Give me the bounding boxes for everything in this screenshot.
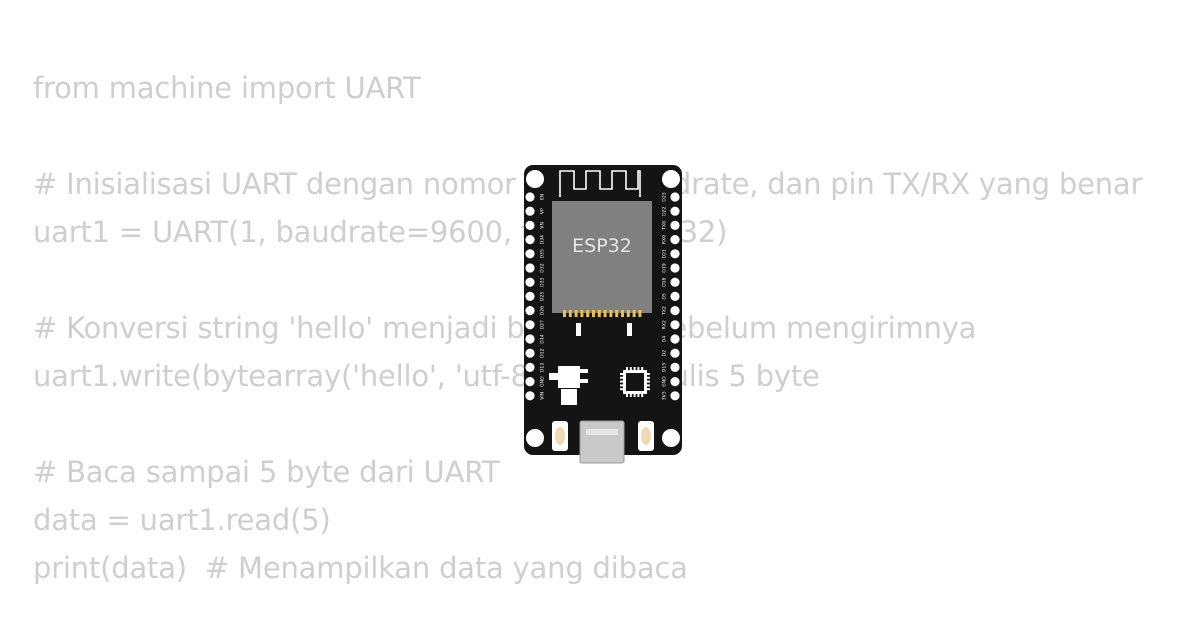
- boot-button[interactable]: [638, 421, 654, 451]
- right-pin-label: D23: [662, 192, 668, 201]
- right-pin[interactable]: [670, 291, 680, 301]
- left-pin[interactable]: [525, 348, 535, 358]
- left-pin-label: GND: [540, 376, 546, 387]
- left-pin[interactable]: [525, 249, 535, 259]
- code-line: # Baca sampai 5 byte dari UART: [33, 455, 500, 489]
- code-line: uart1.write(bytearray('hello', 'utf-8'))…: [33, 359, 820, 393]
- right-pin-label: TX2: [662, 306, 668, 316]
- right-pin[interactable]: [670, 206, 680, 216]
- left-pin[interactable]: [525, 277, 535, 287]
- left-pin-label: VN: [540, 222, 546, 229]
- module-pads: [563, 310, 642, 317]
- right-pin-label: D19: [662, 263, 668, 272]
- right-pin-label: D5: [662, 293, 668, 300]
- module-pad: [580, 310, 584, 317]
- right-pin[interactable]: [670, 220, 680, 230]
- right-pin[interactable]: [670, 320, 680, 330]
- module-pad: [597, 310, 601, 317]
- module-pad: [592, 310, 595, 317]
- left-pin-label: VP: [540, 208, 546, 214]
- code-line: # Konversi string 'hello' menjadi bytear…: [33, 311, 977, 345]
- left-pin-label: D35: [540, 249, 546, 258]
- right-pin-label: D15: [662, 363, 668, 372]
- left-pin-label: D13: [540, 363, 546, 372]
- left-pin[interactable]: [525, 362, 535, 372]
- right-pin-label: D4: [662, 336, 668, 343]
- right-pin-label: D18: [662, 277, 668, 286]
- micro-usb-port[interactable]: [579, 420, 625, 464]
- left-pin[interactable]: [525, 220, 535, 230]
- left-pin-label: VIN: [540, 392, 546, 400]
- right-pin[interactable]: [670, 348, 680, 358]
- chip-label: ESP32: [572, 235, 632, 257]
- right-pin[interactable]: [670, 377, 680, 387]
- resistor-left: [576, 323, 581, 336]
- left-pin[interactable]: [525, 377, 535, 387]
- module-pad: [586, 310, 590, 317]
- module-pad: [603, 310, 607, 317]
- right-pin[interactable]: [670, 391, 680, 401]
- module-pad: [638, 310, 642, 317]
- left-pin[interactable]: [525, 206, 535, 216]
- left-pin[interactable]: [525, 306, 535, 316]
- left-pin-label: D33: [540, 277, 546, 286]
- resistor-right: [627, 323, 632, 336]
- wifi-module-shield: [552, 201, 652, 313]
- module-pad: [568, 310, 572, 317]
- module-pad: [626, 310, 630, 317]
- right-pin-label: D21: [662, 249, 668, 258]
- module-pad: [615, 310, 619, 317]
- right-pin[interactable]: [670, 249, 680, 259]
- left-pin-label: D12: [540, 348, 546, 357]
- left-pin-label: D27: [540, 320, 546, 329]
- esp32-board-graphic: ESP32: [524, 165, 682, 464]
- left-pin-label: D14: [540, 334, 546, 343]
- usb-uart-chip: [620, 367, 650, 397]
- right-pin[interactable]: [670, 334, 680, 344]
- left-pin[interactable]: [525, 291, 535, 301]
- code-line: print(data) # Menampilkan data yang diba…: [33, 551, 688, 585]
- right-pin-label: TX0: [662, 221, 668, 231]
- mount-hole-bottom-right: [662, 429, 680, 447]
- voltage-regulator: [549, 366, 588, 405]
- right-pin[interactable]: [670, 192, 680, 202]
- left-pin-label: D26: [540, 306, 546, 315]
- left-pin[interactable]: [525, 391, 535, 401]
- left-pin-label: D32: [540, 263, 546, 272]
- right-pin-label: D22: [662, 206, 668, 215]
- mount-hole-top-left: [526, 170, 544, 188]
- module-pad: [621, 310, 624, 317]
- right-pin[interactable]: [670, 235, 680, 245]
- right-pin[interactable]: [670, 263, 680, 273]
- right-pin-label: RX0: [662, 235, 668, 244]
- left-pin[interactable]: [525, 235, 535, 245]
- left-pin[interactable]: [525, 192, 535, 202]
- left-pin[interactable]: [525, 263, 535, 273]
- mount-hole-top-right: [662, 170, 680, 188]
- esp32-board[interactable]: ESP32: [522, 163, 684, 465]
- code-line: data = uart1.read(5): [33, 503, 331, 537]
- right-pin[interactable]: [670, 306, 680, 316]
- left-pin[interactable]: [525, 320, 535, 330]
- right-pin-label: 3V3: [662, 391, 668, 400]
- mount-hole-bottom-left: [526, 429, 544, 447]
- module-pad: [632, 310, 636, 317]
- left-pin-label: D34: [540, 235, 546, 244]
- right-pin[interactable]: [670, 362, 680, 372]
- code-line: from machine import UART: [33, 71, 421, 105]
- right-pin-label: D2: [662, 350, 668, 357]
- module-pad: [563, 310, 566, 317]
- right-pin[interactable]: [670, 277, 680, 287]
- left-pin-label: D25: [540, 292, 546, 301]
- module-pad: [609, 310, 613, 317]
- left-pin-label: EN: [540, 194, 546, 200]
- right-pin-label: RX2: [662, 320, 668, 329]
- right-pin-label: GND: [662, 376, 668, 387]
- left-pin[interactable]: [525, 334, 535, 344]
- module-pad: [574, 310, 578, 317]
- antenna-trace: [559, 170, 641, 197]
- en-button[interactable]: [552, 421, 568, 451]
